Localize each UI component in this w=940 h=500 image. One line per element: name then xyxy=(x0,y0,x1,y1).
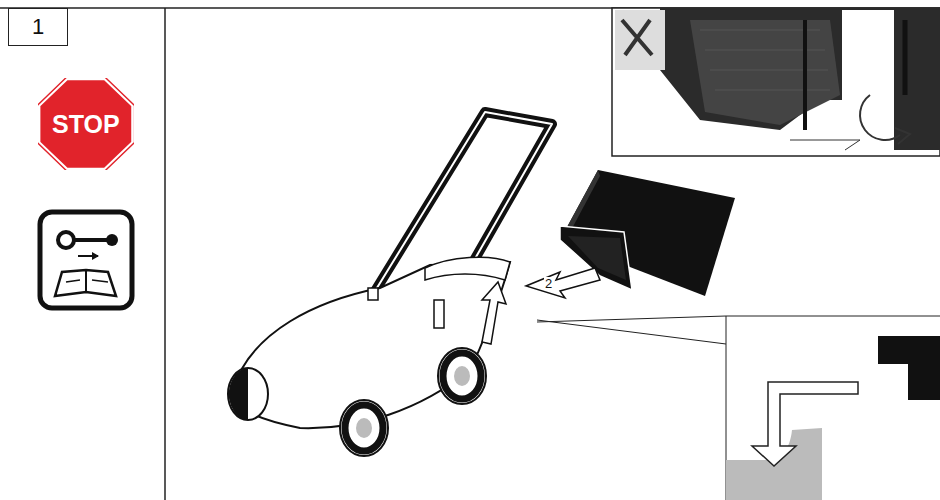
page-frame xyxy=(0,8,940,500)
insert-arrow xyxy=(526,268,600,298)
callout-lines xyxy=(537,316,940,500)
sign-text: STOP xyxy=(52,110,120,139)
inset-photo xyxy=(612,8,940,156)
stop-sign: STOP xyxy=(38,78,134,170)
step-number-box: 1 xyxy=(8,8,68,46)
detail-inset xyxy=(726,336,940,500)
step-number: 1 xyxy=(32,14,44,40)
manual-key-icon xyxy=(40,212,132,308)
lift-arrow xyxy=(482,282,506,344)
callout-number: 2 xyxy=(544,277,553,290)
lawn-mower xyxy=(228,112,552,456)
